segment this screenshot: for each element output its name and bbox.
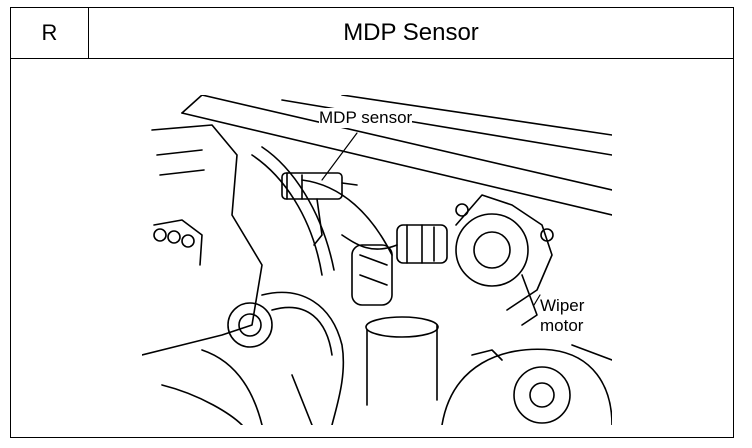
document-frame: R MDP Sensor (10, 7, 734, 438)
wiper-motor-label-line1: Wiper (540, 296, 585, 315)
mdp-sensor-label: MDP sensor (319, 108, 413, 128)
section-code: R (11, 8, 89, 58)
wiper-motor-label-line2: motor (540, 316, 584, 335)
engine-bay-illustration (142, 95, 612, 425)
wiper-motor-label: Wiper motor (540, 296, 602, 336)
page-title: MDP Sensor (343, 19, 479, 46)
header-row: R MDP Sensor (11, 8, 733, 59)
